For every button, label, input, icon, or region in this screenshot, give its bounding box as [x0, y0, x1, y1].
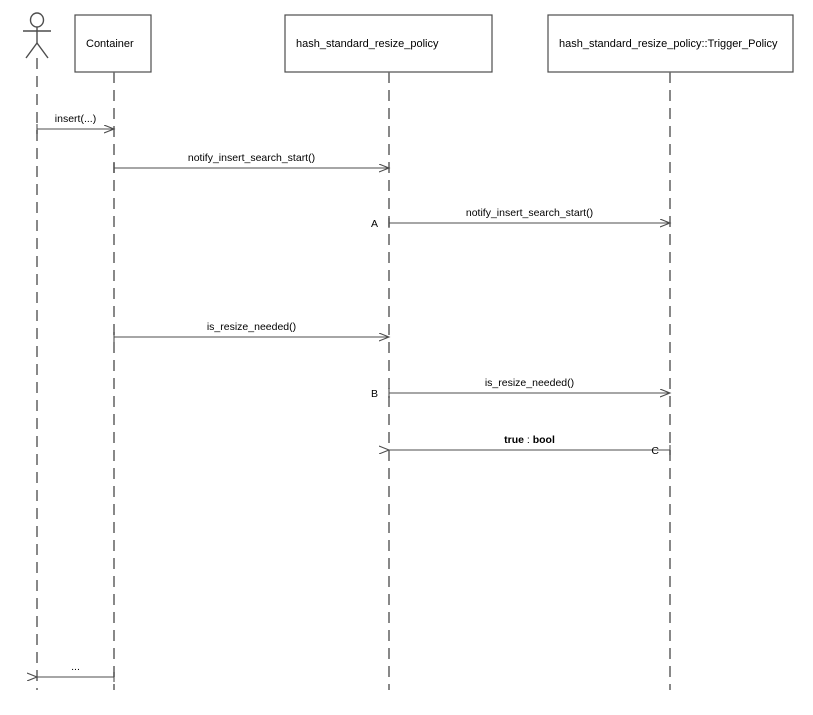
message-label-part: true: [504, 434, 524, 446]
message-label-part: bool: [533, 434, 555, 446]
message-m1[interactable]: insert(...): [36, 113, 114, 134]
actor-figure: [23, 12, 51, 59]
participant-label-container: Container: [86, 38, 134, 50]
message-m7[interactable]: ...: [37, 661, 115, 682]
participant-label-trigger_policy: hash_standard_resize_policy::Trigger_Pol…: [559, 38, 778, 50]
participant-container[interactable]: Container: [74, 14, 152, 73]
messages: insert(...)notify_insert_search_start()n…: [37, 113, 670, 682]
participant-box-container[interactable]: [74, 14, 152, 73]
actor-leg-right-icon: [36, 42, 49, 59]
actor-leg-left-icon: [25, 42, 38, 59]
message-m2[interactable]: notify_insert_search_start(): [113, 152, 389, 173]
participant-trigger_policy[interactable]: hash_standard_resize_policy::Trigger_Pol…: [547, 14, 794, 73]
message-label-m5: is_resize_needed(): [485, 377, 574, 389]
message-label-m2: notify_insert_search_start(): [188, 152, 315, 164]
message-label-m1: insert(...): [55, 113, 96, 125]
message-label-m4: is_resize_needed(): [207, 321, 296, 333]
message-label-m6: true : bool: [504, 434, 555, 446]
message-marker-m5: B: [371, 388, 378, 400]
lifelines: [36, 58, 671, 690]
actor-head-icon: [29, 12, 45, 28]
message-label-part: :: [524, 434, 533, 446]
participant-boxes: Container hash_standard_resize_policy hash…: [74, 14, 794, 73]
participant-box-trigger_policy[interactable]: [547, 14, 794, 73]
message-label-m3: notify_insert_search_start(): [466, 207, 593, 219]
participant-label-hash_standard_resize_policy: hash_standard_resize_policy: [296, 38, 439, 50]
message-label-m7: ...: [71, 661, 80, 673]
message-marker-m6: C: [651, 445, 659, 457]
participant-hash_standard_resize_policy[interactable]: hash_standard_resize_policy: [284, 14, 493, 73]
participant-box-hash_standard_resize_policy[interactable]: [284, 14, 493, 73]
message-m3[interactable]: notify_insert_search_start() A: [371, 207, 670, 230]
message-marker-m3: A: [371, 218, 378, 230]
message-m4[interactable]: is_resize_needed(): [113, 321, 389, 342]
message-m5[interactable]: is_resize_needed() B: [371, 377, 670, 400]
